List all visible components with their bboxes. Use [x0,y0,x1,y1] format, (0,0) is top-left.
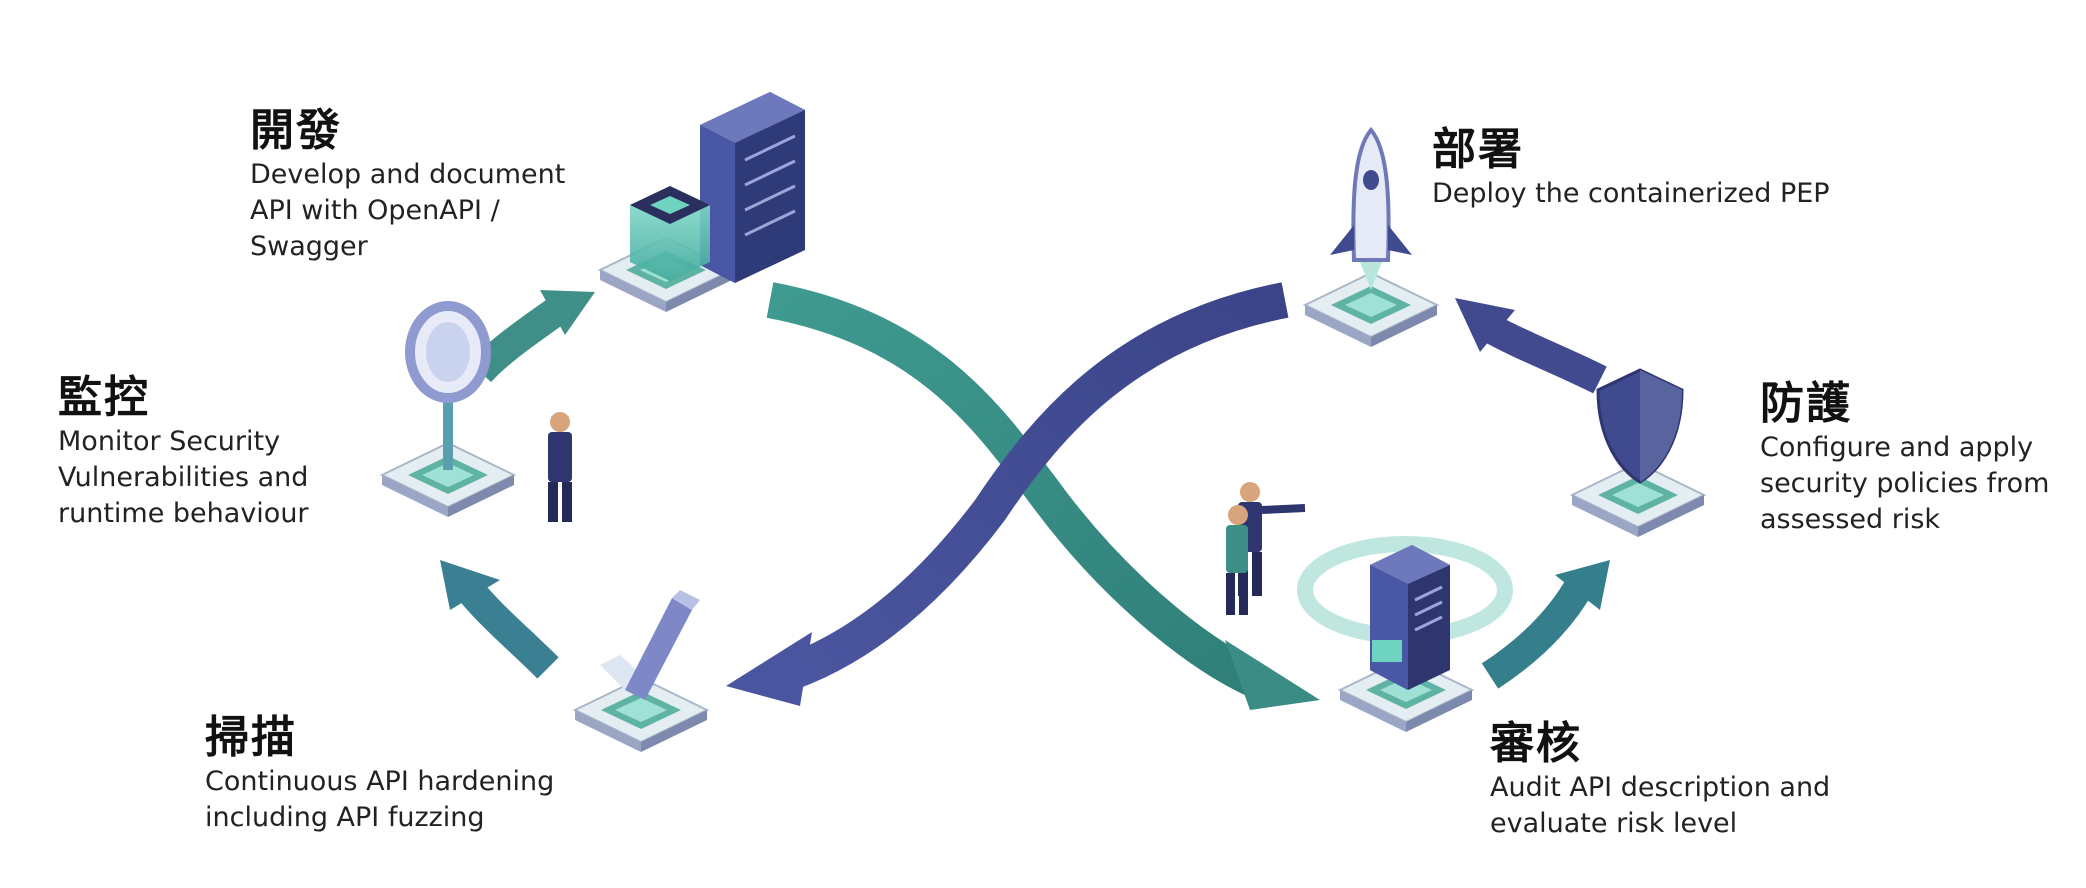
server-rack-icon [599,92,805,313]
arrow-scan-to-monitor [440,560,559,679]
stage-description: Deploy the containerized PEP [1432,176,1830,212]
rocket-icon [1304,126,1438,348]
stage-title: 審核 [1490,718,1582,769]
shield-icon [1571,368,1705,538]
description-line: Audit API description and [1490,772,1831,803]
stage-deploy: 部署 Deploy the containerized PEP [1432,124,1830,212]
arrow-deploy-to-scan [726,282,1289,706]
stage-develop: 開發 Develop and document API with OpenAPI… [250,105,565,265]
arrow-develop-to-audit [766,282,1320,710]
stage-title: 監控 [58,372,150,423]
description-line: security policies from [1760,468,2050,499]
description-line: evaluate risk level [1490,808,1738,839]
stage-monitor: 監控 Monitor Security Vulnerabilities and … [58,372,309,532]
description-line: Continuous API hardening [205,766,555,797]
description-line: Monitor Security [58,426,281,457]
people-pointing-icon [1226,482,1306,615]
description-line: Develop and document [250,159,566,190]
stage-title: 防護 [1760,378,1852,429]
description-line: Deploy the containerized PEP [1432,178,1830,209]
stage-title: 開發 [250,105,342,156]
description-line: Vulnerabilities and [58,462,309,493]
description-line: API with OpenAPI / [250,195,500,226]
stage-description: Audit API description and evaluate risk … [1490,770,1830,842]
description-line: Swagger [250,231,368,262]
stage-protect: 防護 Configure and apply security policies… [1760,378,2050,538]
stage-description: Configure and apply security policies fr… [1760,430,2050,538]
person-icon [548,412,572,522]
checkmark-icon [574,590,708,753]
stage-scan: 掃描 Continuous API hardening including AP… [205,712,554,836]
stage-audit: 審核 Audit API description and evaluate ri… [1490,718,1830,842]
arrow-audit-to-protect [1481,560,1610,689]
stage-title: 部署 [1432,124,1524,175]
description-line: Configure and apply [1760,432,2034,463]
audit-server-icon [1297,536,1513,733]
arrow-monitor-to-develop [468,290,595,383]
stage-description: Develop and document API with OpenAPI / … [250,157,565,265]
stage-description: Monitor Security Vulnerabilities and run… [58,424,309,532]
magnifier-icon [381,301,515,518]
stage-title: 掃描 [205,712,297,763]
description-line: assessed risk [1760,504,1941,535]
stage-description: Continuous API hardening including API f… [205,764,554,836]
description-line: including API fuzzing [205,802,485,833]
description-line: runtime behaviour [58,498,309,529]
arrow-protect-to-deploy [1455,298,1607,394]
